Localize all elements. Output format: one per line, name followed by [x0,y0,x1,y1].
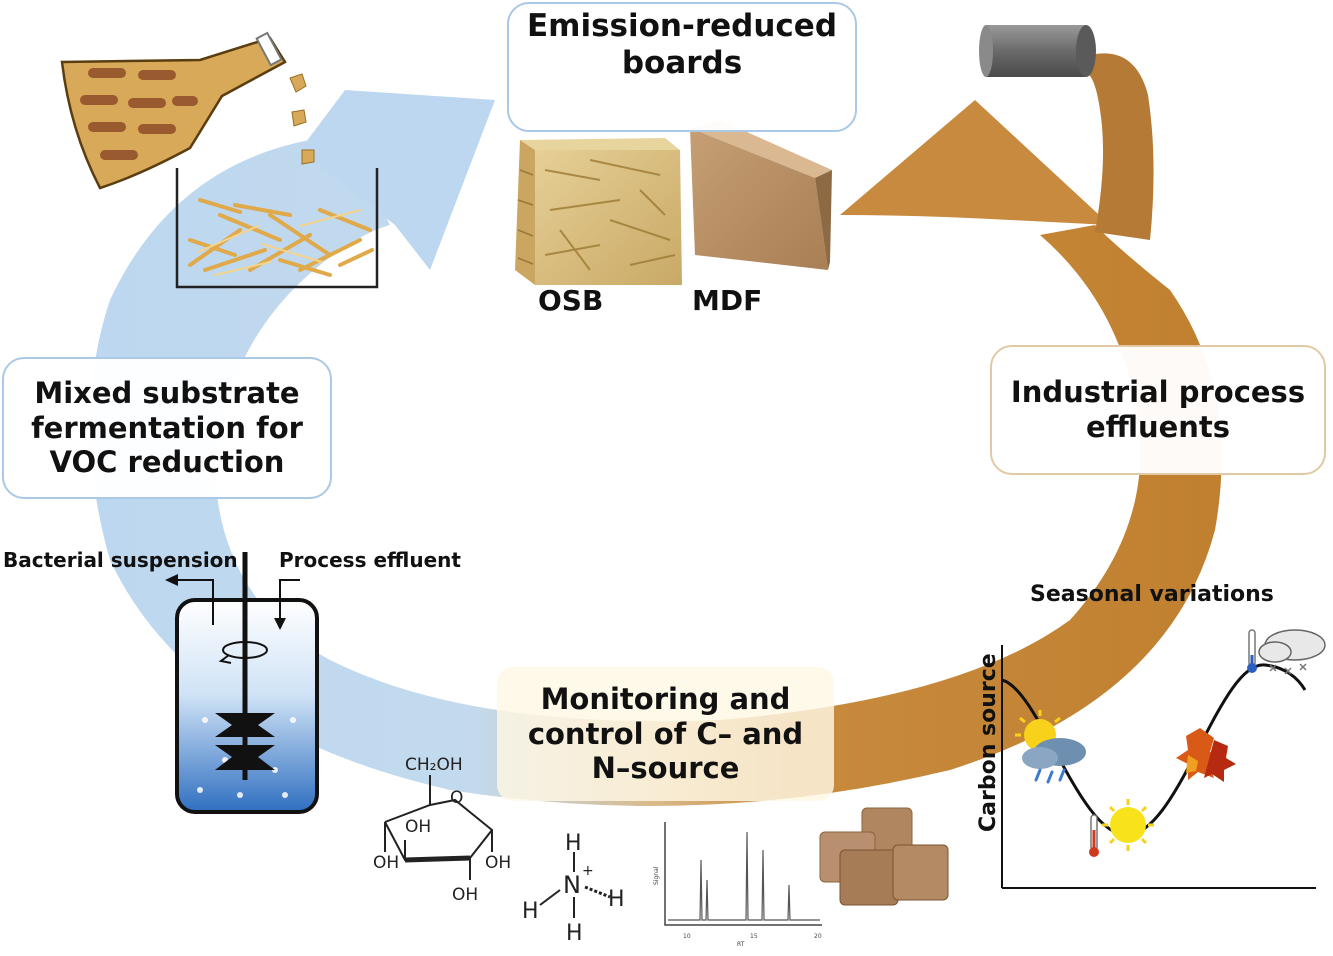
brown-arrowhead [840,100,1110,225]
flask-icon [60,31,287,190]
snow-cloud-icon [1258,629,1326,675]
osb-board [515,138,682,285]
sun-icon [1102,799,1154,851]
thermometer-hot-icon [1089,814,1099,857]
chromatogram-xlabel: RT [737,941,745,948]
thermometer-cold-icon [1247,629,1257,673]
mixed-box-text: Mixed substrate fermentation for VOC red… [31,375,303,480]
industrial-box-text: Industrial process effluents [1010,375,1306,444]
bioreactor-icon [165,552,319,814]
falling-drops [289,73,315,165]
mixed-substrate-box: Mixed substrate fermentation for VOC red… [2,357,332,499]
emission-reduced-boards-box: Emission-reduced boards [507,2,857,132]
mdf-label: MDF [692,284,763,317]
effluent-stream [1085,53,1154,241]
ammonium-h-top: H [565,831,582,856]
bacterial-suspension-label: Bacterial suspension [3,548,238,572]
pipe-icon [979,25,1096,77]
ammonium-plus: + [582,863,594,879]
seasonal-ylabel: Carbon source [976,653,1001,832]
glucose-oh-label: OH [405,817,431,837]
chromatogram: Signal RT 10 15 20 [653,822,822,948]
mdf-board [690,120,832,270]
osb-label: OSB [538,284,604,317]
sun-cloud-rain-icon [1015,710,1086,784]
glucose-oh-label: OH [485,853,511,873]
glucose-oh-label: OH [373,853,399,873]
process-effluent-label: Process effluent [279,548,461,572]
ammonium-h-right: H [608,887,625,912]
glucose-ring-oxygen: O [450,788,463,808]
chromatogram-tick: 20 [814,933,822,940]
industrial-effluents-box: Industrial process effluents [990,345,1326,475]
monitoring-control-box: Monitoring and control of C– and N–sourc… [497,667,834,801]
wood-chips-container [175,168,379,289]
glucose-ch2oh-label: CH₂OH [405,755,463,775]
glucose-structure [384,775,494,880]
ammonium-n: N [563,871,581,899]
glucose-oh-label: OH [452,885,478,905]
chromatogram-tick: 10 [683,933,691,940]
ammonium-structure [539,852,611,918]
seasonal-variations-title: Seasonal variations [1030,582,1274,607]
ammonium-h-left: H [522,899,539,924]
chromatogram-tick: 15 [750,933,758,940]
sugar-cubes [819,807,949,906]
monitoring-box-text: Monitoring and control of C– and N–sourc… [527,681,804,786]
blue-arrowhead [300,90,495,270]
autumn-leaves-icon [1176,728,1236,782]
chromatogram-ylabel: Signal [653,866,660,885]
emission-box-text: Emission-reduced boards [526,7,838,81]
ammonium-h-bottom: H [566,921,583,946]
